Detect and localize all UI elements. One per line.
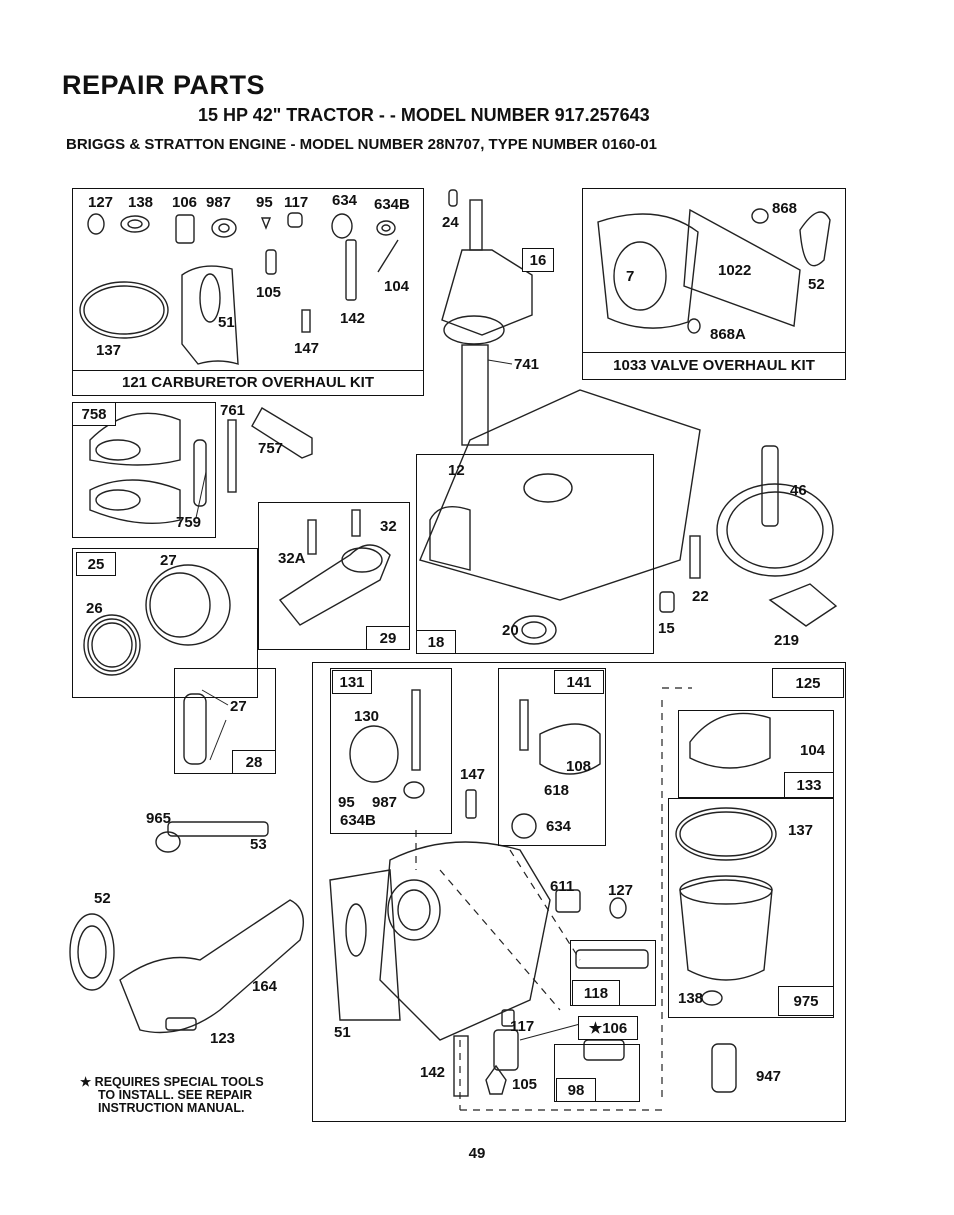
part-142: 142 xyxy=(340,310,366,327)
part-117-b: 117 xyxy=(510,1018,535,1035)
part-761: 761 xyxy=(220,402,246,419)
part-95: 95 xyxy=(256,194,273,211)
tag-131: 131 xyxy=(332,670,372,694)
tag-125: 125 xyxy=(772,668,844,698)
part-757: 757 xyxy=(258,440,284,457)
part-130: 130 xyxy=(354,708,380,725)
air-cleaner-box xyxy=(678,710,834,798)
part-947: 947 xyxy=(756,1068,782,1085)
piston-box xyxy=(72,548,258,698)
part-987-b: 987 xyxy=(372,794,398,811)
part-127: 127 xyxy=(88,194,114,211)
engine-model-heading: BRIGGS & STRATTON ENGINE - MODEL NUMBER … xyxy=(66,136,657,153)
part-105: 105 xyxy=(256,284,282,301)
valve-kit-label: 1033 VALVE OVERHAUL KIT xyxy=(582,352,846,380)
part-1022: 1022 xyxy=(718,262,752,279)
balancer-box xyxy=(72,402,216,538)
part-138-b: 138 xyxy=(678,990,704,1007)
part-12: 12 xyxy=(448,462,465,479)
seat-box xyxy=(554,1044,640,1102)
tag-141: 141 xyxy=(554,670,604,694)
part-137-b: 137 xyxy=(788,822,814,839)
part-164: 164 xyxy=(252,978,278,995)
tag-29: 29 xyxy=(366,626,410,650)
part-759: 759 xyxy=(176,514,202,531)
note-line-1: ★ REQUIRES SPECIAL TOOLS xyxy=(80,1075,264,1089)
part-51-b: 51 xyxy=(334,1024,351,1041)
part-7: 7 xyxy=(626,268,635,285)
part-147-b: 147 xyxy=(460,766,486,783)
part-52-b: 52 xyxy=(94,890,111,907)
part-106: 106 xyxy=(172,194,198,211)
part-32a: 32A xyxy=(278,550,306,567)
carburetor-assembly-box xyxy=(312,662,846,1122)
part-868: 868 xyxy=(772,200,798,217)
carburetor-kit-box xyxy=(72,188,424,396)
part-104: 104 xyxy=(384,278,410,295)
part-123: 123 xyxy=(210,1030,236,1047)
part-105-b: 105 xyxy=(512,1076,538,1093)
part-32: 32 xyxy=(380,518,397,535)
part-634: 634 xyxy=(332,192,358,209)
part-634b: 634B xyxy=(374,196,410,213)
part-138: 138 xyxy=(128,194,154,211)
part-868a: 868A xyxy=(710,326,746,343)
tag-975: 975 xyxy=(778,986,834,1016)
special-tools-note: ★ REQUIRES SPECIAL TOOLS TO INSTALL. SEE… xyxy=(80,1076,264,1115)
tag-118: 118 xyxy=(572,980,620,1006)
part-611: 611 xyxy=(550,878,575,895)
part-127-b: 127 xyxy=(608,882,634,899)
part-634b-b: 634B xyxy=(340,812,376,829)
part-53: 53 xyxy=(250,836,267,853)
tag-18: 18 xyxy=(416,630,456,654)
tag-133: 133 xyxy=(784,772,834,798)
note-line-3: INSTRUCTION MANUAL. xyxy=(98,1101,245,1115)
page-number: 49 xyxy=(468,1145,486,1162)
crankcase-box xyxy=(416,454,654,654)
carburetor-kit-label: 121 CARBURETOR OVERHAUL KIT xyxy=(72,370,424,396)
throttle-shaft-box xyxy=(330,668,452,834)
tag-25: 25 xyxy=(76,552,116,576)
part-27-pin: 27 xyxy=(230,698,247,715)
note-line-2: TO INSTALL. SEE REPAIR xyxy=(98,1088,253,1102)
part-117: 117 xyxy=(284,194,309,211)
part-618: 618 xyxy=(544,782,570,799)
part-24: 24 xyxy=(442,214,459,231)
filter-element-box xyxy=(668,798,834,1018)
tag-758: 758 xyxy=(72,402,116,426)
tractor-model-heading: 15 HP 42" TRACTOR - - MODEL NUMBER 917.2… xyxy=(198,105,650,125)
part-987: 987 xyxy=(206,194,232,211)
part-46: 46 xyxy=(790,482,807,499)
part-51: 51 xyxy=(218,314,235,331)
tag-98: 98 xyxy=(556,1078,596,1102)
part-104-b: 104 xyxy=(800,742,826,759)
part-147: 147 xyxy=(294,340,320,357)
part-95-b: 95 xyxy=(338,794,355,811)
part-965: 965 xyxy=(146,810,172,827)
part-15: 15 xyxy=(658,620,675,637)
valve-kit-box xyxy=(582,188,846,380)
tag-16: 16 xyxy=(522,248,554,272)
part-137: 137 xyxy=(96,342,122,359)
part-741: 741 xyxy=(514,356,540,373)
tag-106: ★106 xyxy=(578,1016,638,1040)
page-title: REPAIR PARTS xyxy=(62,70,266,100)
part-26: 26 xyxy=(86,600,103,617)
part-108: 108 xyxy=(566,758,592,775)
part-634-b: 634 xyxy=(546,818,572,835)
tag-28: 28 xyxy=(232,750,276,774)
choke-shaft-box xyxy=(498,668,606,846)
connecting-rod-box xyxy=(258,502,410,650)
part-219: 219 xyxy=(774,632,800,649)
part-27: 27 xyxy=(160,552,177,569)
part-142-b: 142 xyxy=(420,1064,446,1081)
part-22: 22 xyxy=(692,588,709,605)
piston-pin-box xyxy=(174,668,276,774)
part-20: 20 xyxy=(502,622,519,639)
part-52: 52 xyxy=(808,276,825,293)
